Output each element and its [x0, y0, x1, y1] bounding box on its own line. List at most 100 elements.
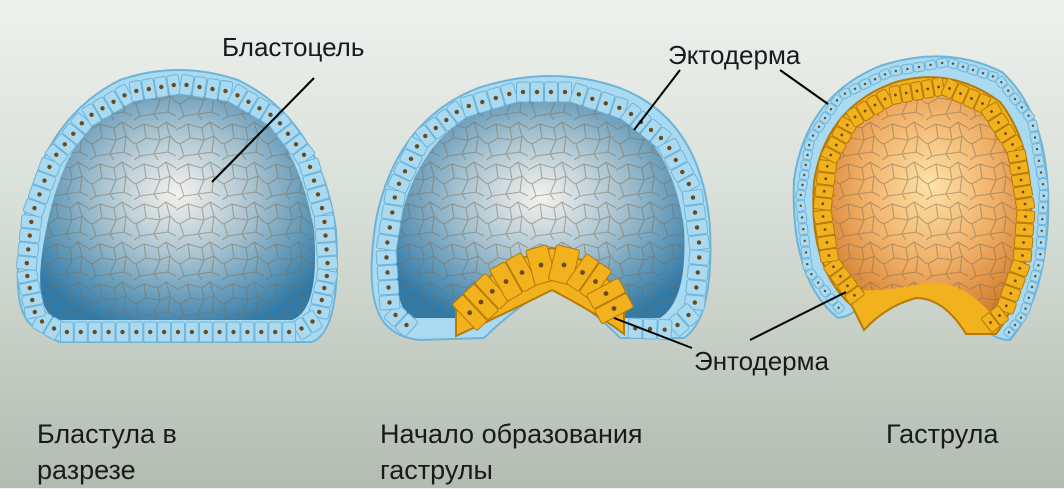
ectoderm-cell [901, 63, 914, 75]
ectoderm-cell [657, 137, 681, 159]
cell-nucleus [694, 285, 699, 290]
ectoderm-cell [31, 309, 53, 334]
ectoderm-cell [143, 321, 158, 343]
ectoderm-cell [797, 179, 808, 191]
cell-nucleus [817, 125, 821, 129]
cell-nucleus [883, 73, 887, 76]
cell-nucleus [827, 254, 831, 257]
ectoderm-cell [268, 321, 283, 343]
cell-nucleus [804, 163, 807, 167]
cell-nucleus [839, 274, 842, 278]
cell-nucleus [823, 289, 827, 293]
ectoderm-cell [1022, 109, 1035, 123]
cell-nucleus [402, 169, 408, 174]
endoderm-cell [1001, 134, 1024, 155]
cell-nucleus [433, 125, 438, 131]
cell-nucleus [385, 270, 390, 275]
cell-nucleus [315, 192, 321, 197]
ectoderm-cell [1033, 154, 1045, 168]
ectoderm-cell [473, 90, 492, 114]
cell-nucleus [159, 84, 164, 90]
cell-nucleus [273, 329, 278, 335]
ectoderm-cell [1026, 280, 1038, 294]
ectoderm-cell [1035, 248, 1046, 261]
cell-nucleus [1013, 323, 1017, 327]
endoderm-cell [973, 93, 992, 114]
cell-nucleus [695, 270, 700, 275]
cell-nucleus [311, 178, 317, 183]
cell-nucleus [317, 309, 322, 315]
ectoderm-cell [399, 148, 423, 169]
cell-nucleus [917, 65, 921, 69]
cell-nucleus [24, 260, 29, 266]
cell-nucleus [1031, 124, 1035, 128]
endoderm-cell [812, 208, 834, 225]
ectoderm-cell [254, 321, 269, 343]
ectoderm-cell [306, 185, 330, 204]
cell-nucleus [840, 133, 844, 137]
ectoderm-cell [383, 303, 408, 327]
cell-nucleus [803, 239, 806, 243]
ectoderm-cell [967, 64, 979, 76]
ectoderm-cell [805, 267, 818, 281]
pointer-lines [211, 69, 847, 349]
cell-nucleus [804, 251, 808, 254]
ectoderm-cell [796, 211, 808, 224]
cell-nucleus [846, 284, 849, 288]
ectoderm-cell [313, 280, 336, 296]
ectoderm-cell [795, 189, 807, 201]
ectoderm-cell [799, 234, 811, 247]
ectoderm-cell [114, 83, 135, 107]
cell-nucleus [392, 195, 397, 200]
cell-nucleus [894, 93, 897, 97]
cell-nucleus [1013, 97, 1017, 101]
cell-nucleus [998, 314, 1001, 317]
ectoderm-cell [43, 316, 65, 341]
endoderm-cell [489, 261, 523, 302]
cell-nucleus [1024, 307, 1027, 310]
cell-nucleus [926, 87, 930, 91]
cell-nucleus [799, 193, 802, 197]
endoderm-cell [987, 112, 1010, 133]
ectoderm-cell [375, 249, 398, 266]
ectoderm-cell [302, 310, 323, 333]
cell-nucleus [1021, 190, 1025, 194]
ectoderm-cell [53, 133, 77, 156]
ectoderm-cell [935, 57, 949, 69]
cell-nucleus [1023, 202, 1027, 206]
cell-nucleus [78, 329, 83, 335]
cell-nucleus [26, 247, 31, 252]
endoderm-cell [888, 85, 903, 105]
ectoderm-cell [141, 77, 157, 101]
cell-nucleus [310, 319, 315, 324]
ectoderm-cell [204, 77, 221, 101]
ectoderm-cell [314, 228, 337, 244]
endoderm-cell [823, 257, 844, 277]
cell-nucleus [697, 255, 702, 260]
cell-nucleus [404, 322, 409, 328]
ectoderm-cell [516, 81, 530, 103]
cell-nucleus [1039, 252, 1042, 256]
cell-nucleus [231, 329, 236, 335]
ectoderm-cell [16, 268, 39, 284]
ectoderm-cell [310, 198, 334, 218]
endoderm-cell [844, 285, 865, 305]
endoderm-cell [1007, 148, 1027, 164]
cell-nucleus [590, 96, 595, 102]
cell-nucleus [617, 105, 622, 111]
ectoderm-cell [393, 161, 417, 182]
cell-nucleus [800, 216, 804, 219]
endoderm-cell [812, 196, 833, 211]
endoderm-cell [1009, 259, 1031, 278]
cell-nucleus [648, 127, 654, 133]
cell-nucleus [32, 205, 37, 211]
endoderm-cell [990, 305, 1009, 326]
cell-nucleus [285, 131, 291, 137]
cell-nucleus [1007, 89, 1010, 92]
ectoderm-cell [688, 249, 711, 266]
ectoderm-cell [683, 203, 707, 222]
ectoderm-cell [1037, 177, 1049, 191]
cell-nucleus [47, 164, 52, 170]
endoderm-pointer-left [613, 317, 693, 349]
endoderm-cell [1015, 209, 1036, 224]
